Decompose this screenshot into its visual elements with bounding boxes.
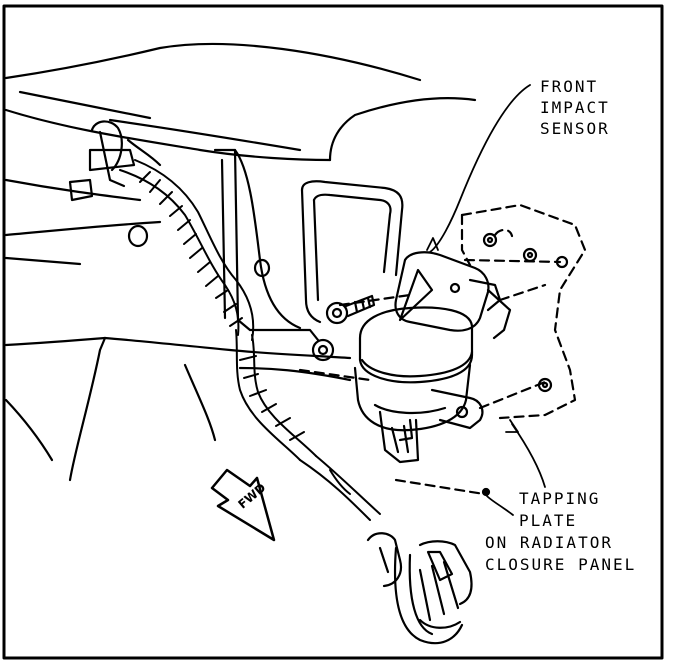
callout-leaders xyxy=(426,84,546,516)
harness-clip xyxy=(68,120,162,202)
figure-frame xyxy=(2,4,664,660)
callout-line-1: TAPPING xyxy=(519,489,601,508)
phantom-bracket xyxy=(298,203,587,496)
mounting-bolts xyxy=(311,294,376,362)
callout-line-3: SENSOR xyxy=(540,119,610,138)
sensor-bracket-loop xyxy=(300,180,404,324)
front-impact-sensor xyxy=(353,306,474,464)
callout-line-4: CLOSURE PANEL xyxy=(485,555,637,574)
callout-line-2: IMPACT xyxy=(540,98,610,117)
electrical-connector xyxy=(366,532,473,645)
fender-panel xyxy=(4,42,477,266)
sensor-mounting-plate xyxy=(394,251,512,430)
phantom-bolts xyxy=(481,232,569,497)
front-impact-sensor-callout: FRONT IMPACT SENSOR xyxy=(540,76,610,139)
tapping-plate-callout: TAPPING PLATE ON RADIATOR CLOSURE PANEL xyxy=(485,488,636,576)
forward-arrow-icon: FWD xyxy=(210,468,276,542)
callout-line-3: ON RADIATOR xyxy=(485,533,613,552)
callout-line-2: PLATE xyxy=(519,511,578,530)
callout-line-1: FRONT xyxy=(540,77,599,96)
wiring-harness xyxy=(119,159,381,521)
